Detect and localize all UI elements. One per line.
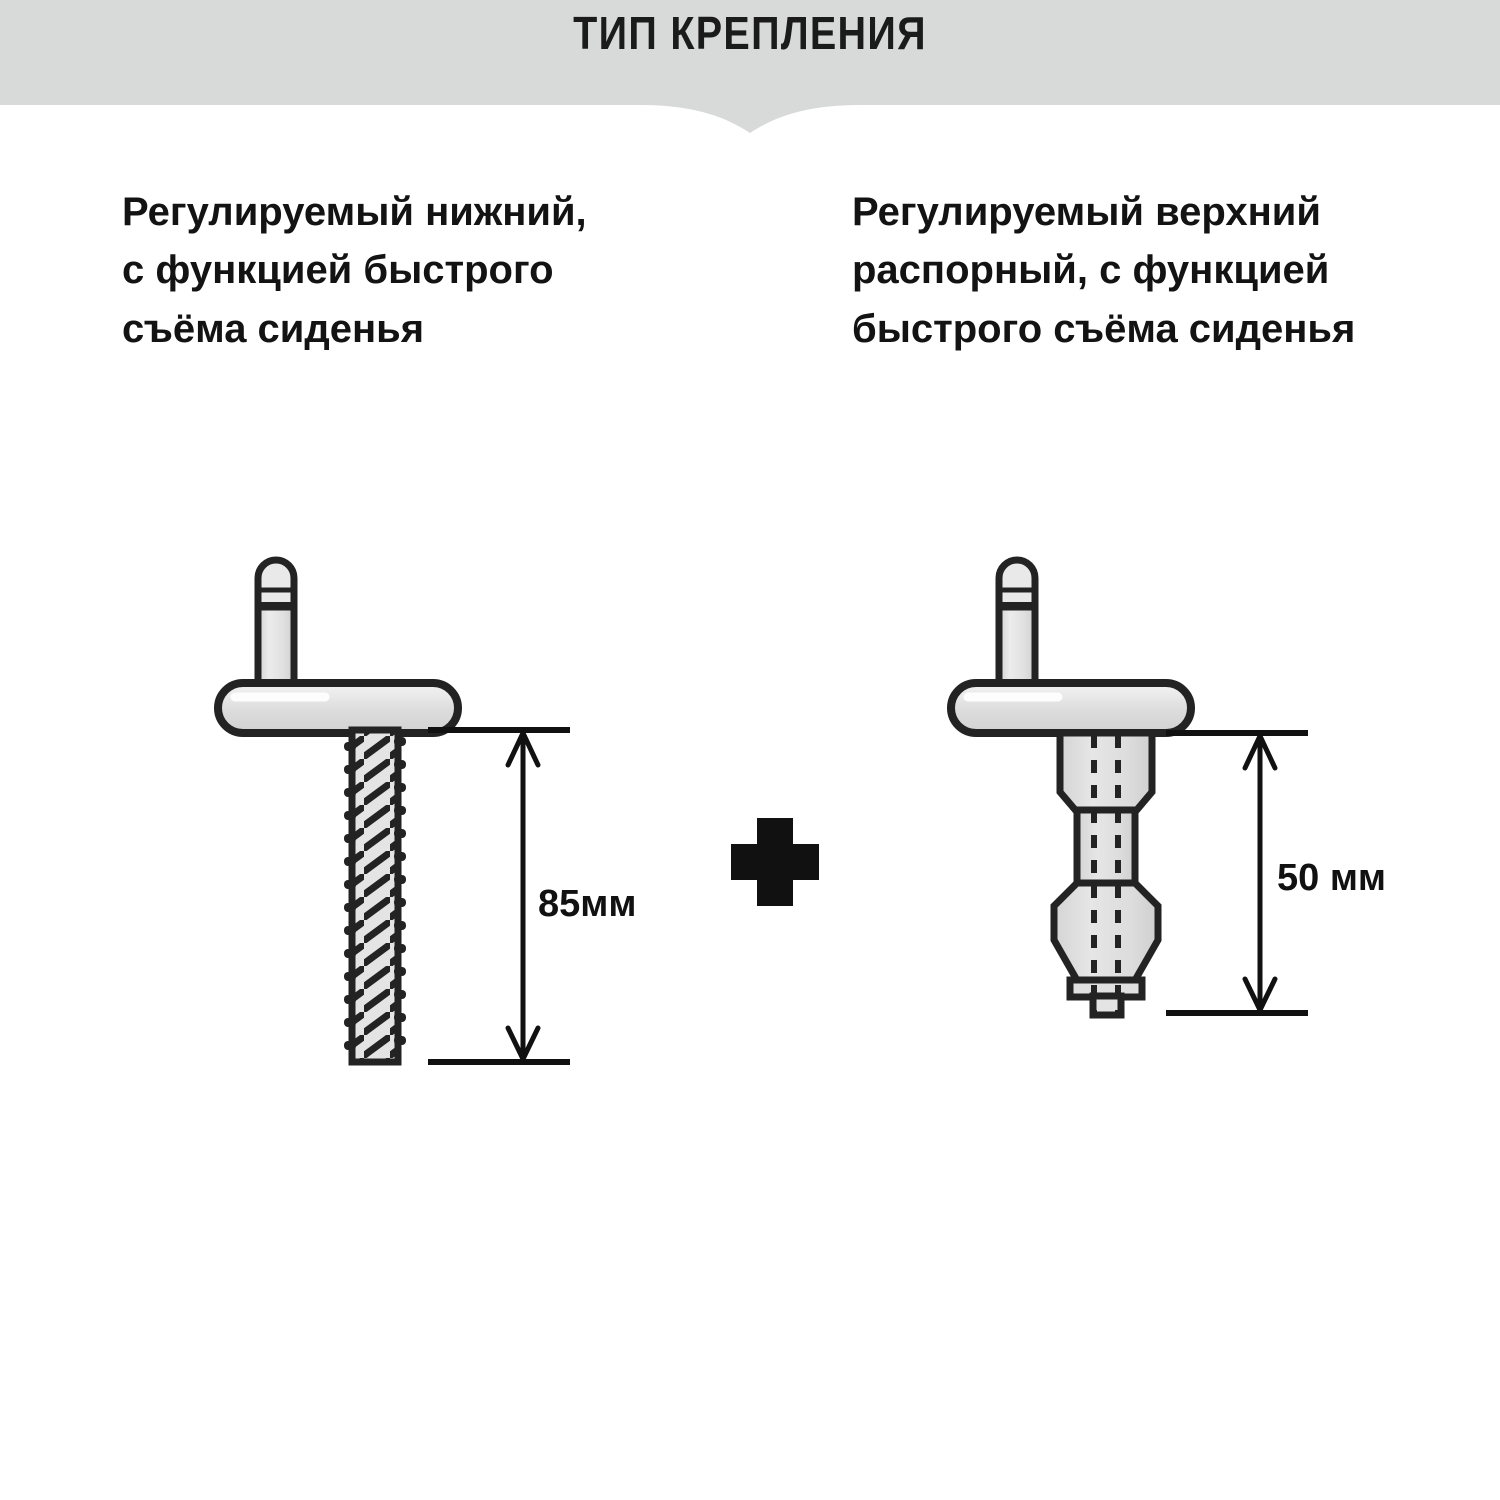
- right-fastener-drawing: [947, 556, 1195, 1019]
- pin-shaft-right: [995, 599, 1039, 704]
- cross-bar-left: [214, 679, 462, 737]
- threaded-shaft-left: [348, 726, 402, 1066]
- header-band: [0, 0, 1500, 140]
- header-band-shape: [0, 0, 1500, 133]
- thread-nubs-left: [344, 737, 406, 1050]
- dimension-label-left: 85мм: [538, 883, 637, 925]
- pin-shaft-left: [254, 599, 298, 704]
- caption-left-fastener: Регулируемый нижний, с функцией быстрого…: [122, 190, 587, 351]
- cross-bar-right: [947, 679, 1195, 737]
- dowel-hidden-bore-right: [1091, 735, 1121, 1013]
- dowel-sleeve-right: [1073, 806, 1139, 887]
- dowel-collar-right: [1056, 729, 1156, 816]
- page-title: ТИП КРЕПЛЕНИЯ: [573, 7, 927, 59]
- dowel-stub-right: [1089, 992, 1125, 1019]
- pin-cap-left: [254, 556, 298, 611]
- dimension-label-right: 50 мм: [1277, 857, 1387, 899]
- pin-cap-right: [995, 556, 1039, 611]
- dowel-body-right: [1050, 879, 1162, 986]
- caption-right-fastener: Регулируемый верхний распорный, с функци…: [852, 190, 1356, 351]
- plus-sign: [731, 818, 819, 906]
- left-fastener-drawing: [214, 556, 462, 1066]
- dowel-flange-right: [1066, 976, 1146, 1001]
